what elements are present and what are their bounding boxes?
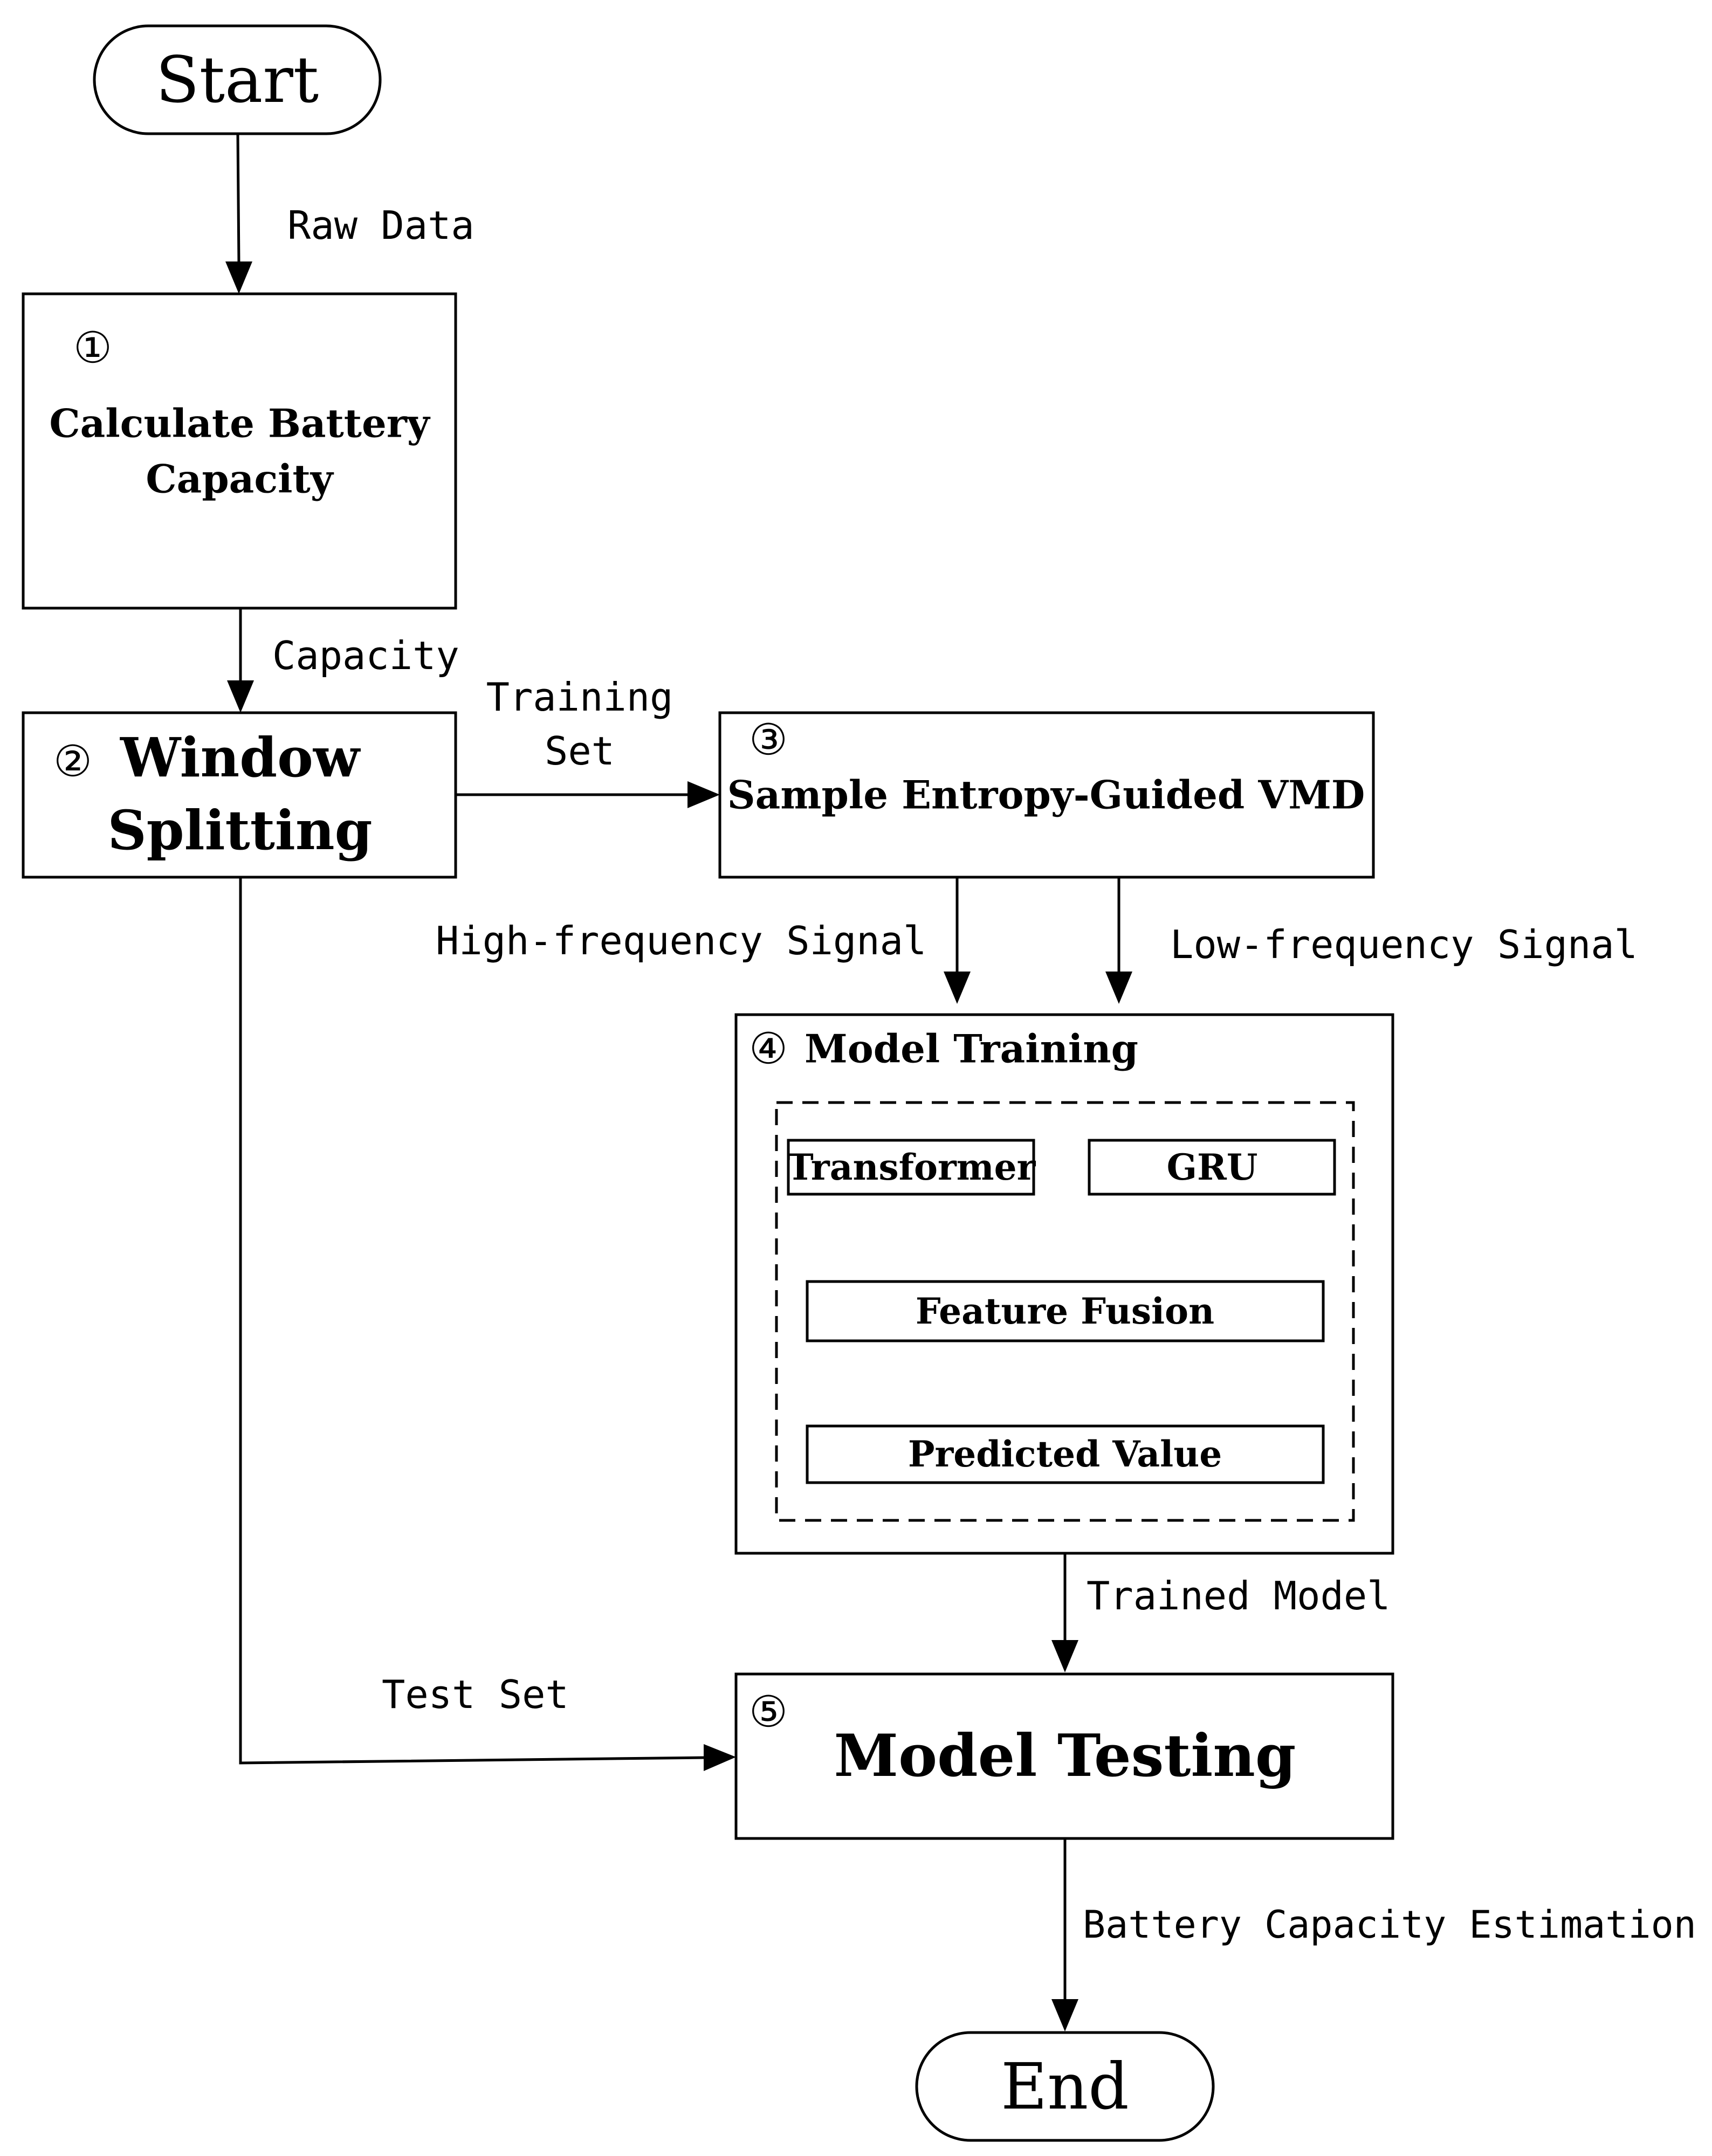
start-terminal: Start bbox=[93, 24, 382, 135]
end-label: End bbox=[1001, 2049, 1129, 2124]
step5-title: Model Testing bbox=[834, 1722, 1296, 1790]
predicted-value-node: Predicted Value bbox=[806, 1424, 1325, 1484]
step1-number: ① bbox=[73, 323, 112, 373]
edge-step1-to-step2 bbox=[227, 608, 254, 713]
step3-box: ③ Sample Entropy-Guided VMD bbox=[718, 711, 1375, 879]
step5-box: ⑤ Model Testing bbox=[734, 1672, 1394, 1840]
edge-label-capacity: Capacity bbox=[272, 633, 459, 678]
edge-step3-to-step4-high bbox=[944, 877, 971, 1004]
step1-title-line1: Calculate Battery bbox=[49, 401, 430, 446]
step3-number: ③ bbox=[749, 715, 788, 765]
edge-step3-to-step4-low bbox=[1105, 877, 1132, 1004]
edge-step5-to-end bbox=[1051, 1838, 1078, 2031]
feature-fusion-node: Feature Fusion bbox=[806, 1280, 1325, 1342]
transformer-node: Transformer bbox=[787, 1139, 1036, 1196]
edge-label-estimation: Battery Capacity Estimation bbox=[1083, 1903, 1696, 1947]
step2-number: ② bbox=[53, 736, 92, 787]
step2-box: ② Window Splitting bbox=[22, 711, 457, 879]
edge-step2-to-step3 bbox=[456, 781, 720, 808]
start-label: Start bbox=[156, 43, 319, 117]
step4-title: Model Training bbox=[805, 1026, 1138, 1072]
step1-title-line2: Capacity bbox=[146, 456, 334, 502]
step4-box: ④ Model Training Transformer GRU Feature… bbox=[734, 1013, 1394, 1555]
transformer-label: Transformer bbox=[787, 1146, 1036, 1188]
edge-label-test-set: Test Set bbox=[382, 1672, 569, 1717]
edge-label-high-frequency: High-frequency Signal bbox=[436, 918, 926, 963]
step2-title-line1: Window bbox=[120, 726, 361, 789]
predicted-value-label: Predicted Value bbox=[908, 1433, 1222, 1475]
edge-step4-to-step5 bbox=[1051, 1553, 1078, 1672]
step1-box: ① Calculate Battery Capacity bbox=[22, 292, 457, 610]
gru-node: GRU bbox=[1088, 1139, 1336, 1196]
gru-label: GRU bbox=[1167, 1146, 1258, 1188]
edge-label-trained-model: Trained Model bbox=[1087, 1573, 1391, 1618]
edge-label-raw-data: Raw Data bbox=[287, 203, 475, 248]
feature-fusion-label: Feature Fusion bbox=[916, 1290, 1214, 1332]
edge-label-training-set-line2: Set bbox=[545, 728, 615, 774]
step5-number: ⑤ bbox=[749, 1687, 788, 1737]
step3-title: Sample Entropy-Guided VMD bbox=[727, 772, 1365, 818]
edge-step2-to-step5 bbox=[239, 877, 736, 1771]
step2-title-line2: Splitting bbox=[107, 798, 372, 862]
edge-label-low-frequency: Low-frequency Signal bbox=[1170, 922, 1638, 967]
edge-start-to-step1 bbox=[225, 134, 252, 294]
edge-label-training-set-line1: Training bbox=[486, 674, 673, 720]
model-container-dashed bbox=[775, 1101, 1355, 1522]
end-terminal: End bbox=[915, 2031, 1215, 2142]
step4-number: ④ bbox=[749, 1024, 788, 1074]
